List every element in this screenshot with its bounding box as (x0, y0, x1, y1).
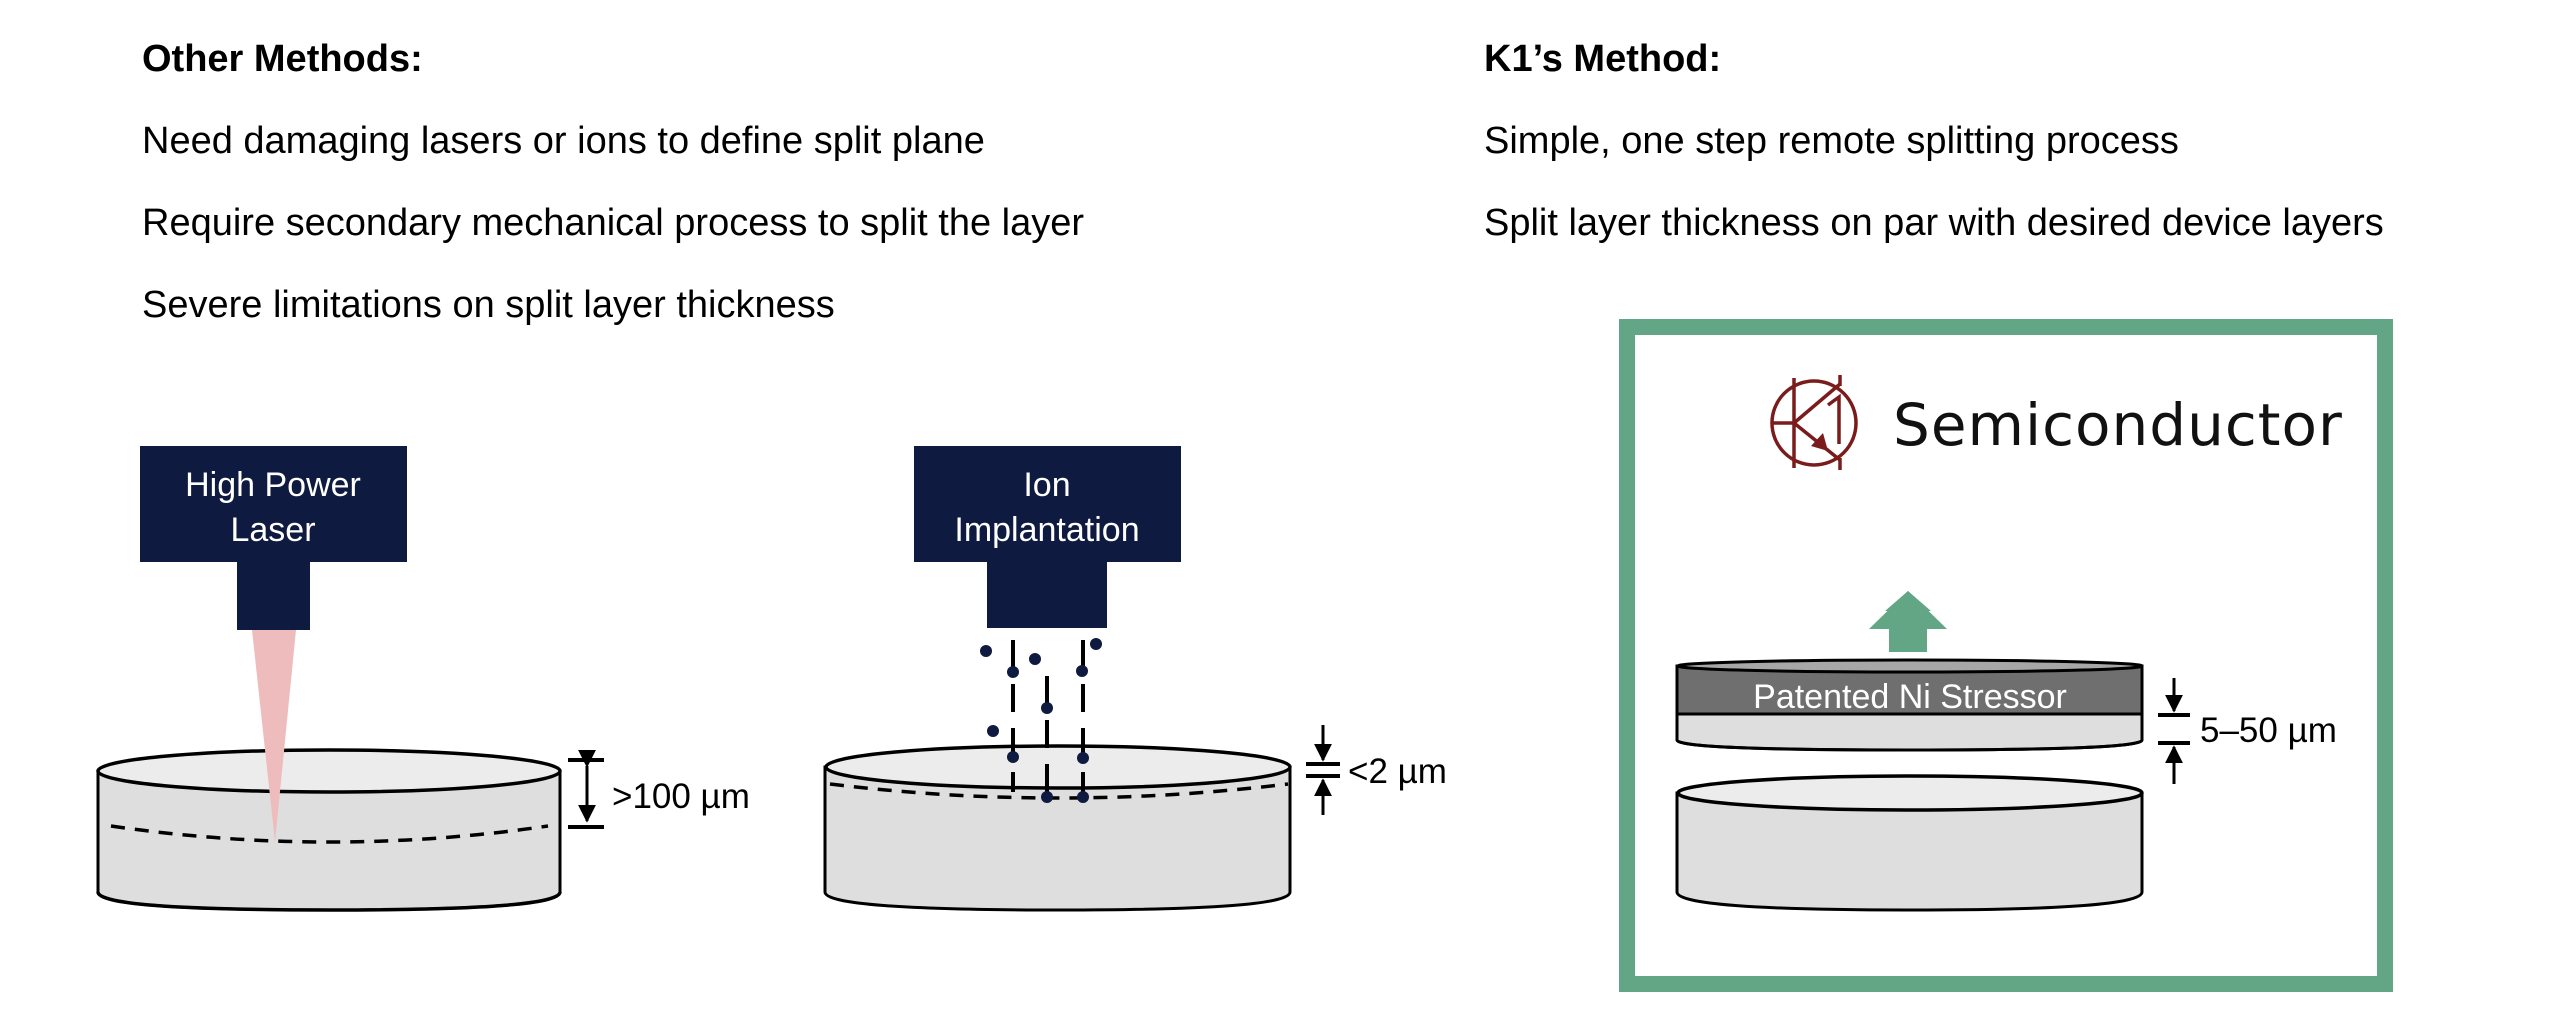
ni-stressor-label: Patented Ni Stressor (1753, 678, 2067, 716)
ion-split-plane (829, 782, 1289, 800)
laser-wafer-bottom-edge (96, 891, 562, 912)
ion-diagram: Ion Implantation <2 µm (823, 446, 1447, 912)
laser-thickness-label: >100 µm (612, 777, 750, 816)
k1-transistor-logo-icon (1770, 375, 1858, 470)
k1-thickness-label: 5–50 µm (2200, 711, 2337, 750)
k1-panel: Semiconductor Patented Ni Stressor 5–50 … (1619, 319, 2393, 992)
substrate-body (1675, 791, 2144, 912)
ion-head-box (914, 446, 1181, 562)
ni-stressor-layer (1677, 666, 2142, 713)
ion-particle (1041, 702, 1053, 714)
ion-particle (987, 725, 999, 737)
laser-head-stem (237, 560, 310, 630)
other-methods-bullet: Need damaging lasers or ions to define s… (142, 120, 985, 162)
logo-text: Semiconductor (1893, 391, 2343, 459)
ion-wafer-body (823, 765, 1292, 912)
ion-particle (1029, 653, 1041, 665)
ni-stressor-top (1676, 658, 2144, 674)
laser-beam (252, 630, 296, 842)
substrate-top (1676, 774, 2144, 812)
laser-wafer-top (96, 748, 562, 794)
k1-method-bullet: Simple, one step remote splitting proces… (1484, 120, 2179, 162)
other-methods-bullet: Require secondary mechanical process to … (142, 202, 1085, 244)
logo-arrowhead (1811, 433, 1828, 451)
other-methods-heading: Other Methods: (142, 38, 423, 80)
laser-label-line2: Laser (230, 511, 315, 549)
ion-particle (1007, 751, 1019, 763)
ion-head-stem (987, 560, 1107, 628)
ion-particle (1076, 665, 1088, 677)
laser-label-line1: High Power (185, 466, 361, 504)
laser-split-plane (110, 824, 549, 844)
laser-head-box (140, 446, 407, 562)
ion-label-line2: Implantation (954, 511, 1139, 549)
k1-method-bullet: Split layer thickness on par with desire… (1484, 202, 2384, 244)
laser-diagram: High Power Laser >100 µm (96, 446, 750, 912)
k1-frame (1619, 319, 2393, 992)
ion-particle (980, 645, 992, 657)
ion-particle (1090, 638, 1102, 650)
ion-wafer-top (824, 744, 1292, 790)
ion-particle (1041, 791, 1053, 803)
other-methods-bullet: Severe limitations on split layer thickn… (142, 284, 835, 326)
ion-particle (1077, 791, 1089, 803)
ion-particle (1007, 666, 1019, 678)
ion-particle (1077, 752, 1089, 764)
ions (980, 638, 1102, 803)
k1-method-heading: K1’s Method: (1484, 38, 1722, 80)
ion-thickness-label: <2 µm (1348, 752, 1447, 791)
ion-label-line1: Ion (1023, 466, 1070, 504)
